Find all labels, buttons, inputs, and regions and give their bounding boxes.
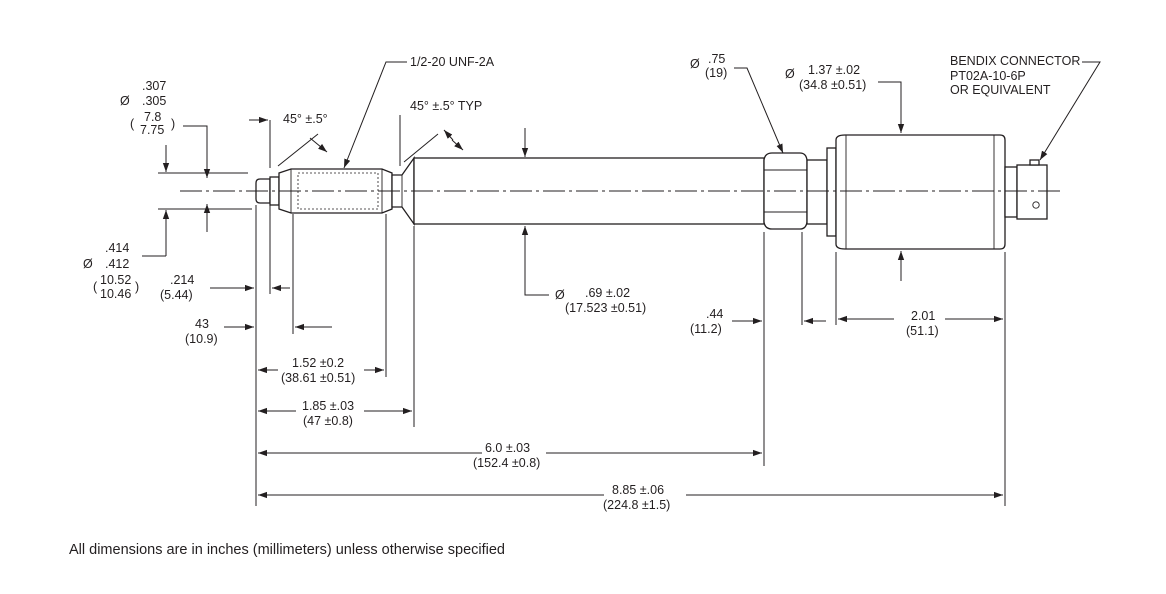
dia-symbol: Ø — [690, 57, 700, 71]
part-outline — [180, 134, 1062, 250]
housing — [835, 134, 1006, 250]
hex-in: .75 — [708, 52, 725, 66]
tip-dia-mm-max: 7.8 — [144, 110, 161, 124]
shaft-dia-mm: (17.523 ±0.51) — [565, 301, 646, 315]
connector-line-3: OR EQUIVALENT — [950, 83, 1051, 97]
threaded-section — [278, 168, 393, 214]
tip-len-in: .214 — [170, 273, 194, 287]
tip-dia-max: .307 — [142, 79, 166, 93]
collar — [806, 159, 828, 225]
chamfer-typ-label: 45° ±.5° TYP — [410, 99, 482, 113]
overall-len-in: 8.85 ±.06 — [612, 483, 664, 497]
housing-mm: (34.8 ±0.51) — [799, 78, 866, 92]
hex-mm: (19) — [705, 66, 727, 80]
connector-line-1: BENDIX CONNECTOR — [950, 54, 1080, 68]
shaft-dia-in: .69 ±.02 — [585, 286, 630, 300]
dia-symbol: Ø — [555, 288, 565, 302]
housing-in: 1.37 ±.02 — [808, 63, 860, 77]
shoulder-len-in: 1.85 ±.03 — [302, 399, 354, 413]
footnote: All dimensions are in inches (millimeter… — [69, 542, 505, 558]
tip-len-mm: (5.44) — [160, 288, 193, 302]
paren-close: ) — [171, 117, 175, 131]
thread-dia-mm-min: 10.46 — [100, 287, 131, 301]
extension-lines — [158, 115, 1006, 506]
thread-dia-min: .412 — [105, 257, 129, 271]
thread-callout-label: 1/2-20 UNF-2A — [410, 55, 495, 69]
tip-len2-mm: (10.9) — [185, 332, 218, 346]
tip-dia-min: .305 — [142, 94, 166, 108]
thread-dia-max: .414 — [105, 241, 129, 255]
probe-len-in: 6.0 ±.03 — [485, 441, 530, 455]
dia-symbol: Ø — [83, 257, 93, 271]
dia-symbol: Ø — [120, 94, 130, 108]
dimension-labels: 1/2-20 UNF-2A 45° ±.5° 45° ±.5° TYP .307… — [83, 52, 1080, 512]
housing-len-mm: (51.1) — [906, 324, 939, 338]
connector-line-2: PT02A-10-6P — [950, 69, 1026, 83]
dia-symbol: Ø — [785, 67, 795, 81]
connector — [1004, 159, 1048, 220]
housing-len-in: 2.01 — [911, 309, 935, 323]
probe-len-mm: (152.4 ±0.8) — [473, 456, 540, 470]
paren-open: ( — [130, 117, 135, 131]
chamfer-left-label: 45° ±.5° — [283, 112, 328, 126]
shoulder-len-mm: (47 ±0.8) — [303, 414, 353, 428]
dimension-lines — [142, 61, 1101, 499]
tip-len2-in: 43 — [195, 317, 209, 331]
flange — [826, 147, 837, 237]
thread-len-mm: (38.61 ±0.51) — [281, 371, 355, 385]
paren-close: ) — [135, 280, 139, 294]
tip-dia-mm-min: 7.75 — [140, 123, 164, 137]
thread-len-in: 1.52 ±0.2 — [292, 356, 344, 370]
hex-len-in: .44 — [706, 307, 723, 321]
thread-dia-mm-max: 10.52 — [100, 273, 131, 287]
paren-open: ( — [93, 280, 98, 294]
hex-len-mm: (11.2) — [690, 322, 722, 336]
overall-len-mm: (224.8 ±1.5) — [603, 498, 670, 512]
